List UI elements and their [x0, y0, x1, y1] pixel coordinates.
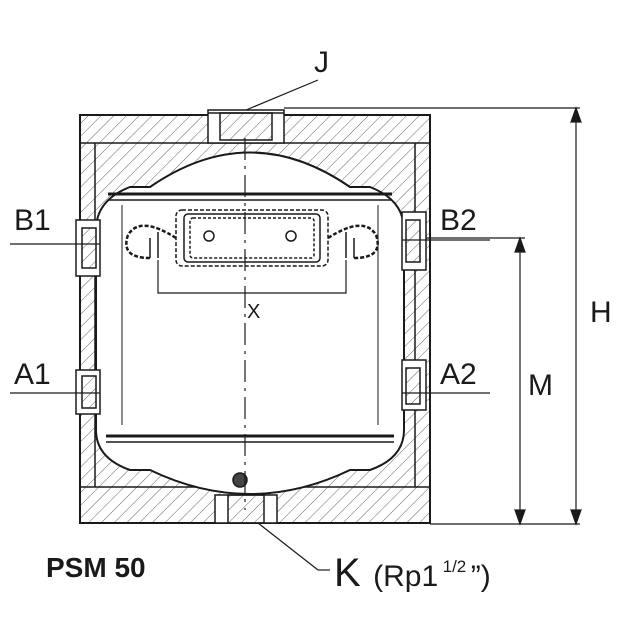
label-b1: B1 — [14, 204, 51, 237]
label-k: K (Rp1 1/2 ”) — [334, 551, 491, 595]
label-x: X — [247, 301, 260, 323]
side-ports — [75, 211, 427, 415]
heat-exchanger — [125, 209, 379, 267]
label-j: J — [314, 46, 329, 79]
dimension-lines — [284, 106, 582, 526]
bottom-connector — [214, 472, 278, 524]
tank — [95, 151, 405, 495]
drain-plug — [232, 472, 248, 488]
top-connector — [207, 109, 285, 144]
label-k-sup: 1/2 — [443, 557, 467, 576]
model-name: PSM 50 — [46, 552, 146, 583]
label-a1: A1 — [14, 358, 51, 391]
dimension-x — [157, 260, 347, 294]
label-m: M — [528, 369, 553, 402]
label-k-thread: (Rp1 — [373, 560, 438, 593]
leader-lines — [10, 79, 490, 571]
label-k-letter: K — [334, 551, 361, 595]
tank-body — [95, 151, 405, 495]
label-h: H — [590, 296, 612, 329]
label-b2: B2 — [440, 204, 477, 237]
label-k-close: ”) — [471, 560, 491, 593]
label-a2: A2 — [440, 358, 477, 391]
